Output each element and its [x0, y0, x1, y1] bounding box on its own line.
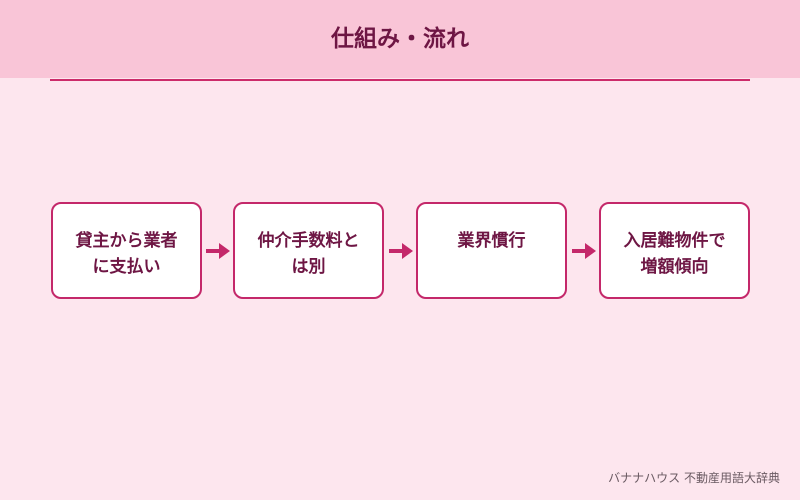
flow-step-3-line-1: 業界慣行	[457, 231, 526, 251]
flow-step-2-line-2: は別	[291, 257, 326, 277]
flow-step-3-text: 業界慣行	[458, 228, 526, 254]
flow-step-4-text: 入居難物件で 増額傾向	[624, 228, 726, 280]
flow-step-1-line-2: に支払い	[92, 257, 161, 277]
flow-step-4-line-1: 入居難物件で	[623, 231, 726, 251]
source-credit: バナナハウス 不動産用語大辞典	[608, 471, 780, 485]
arrow-right-icon	[206, 243, 230, 259]
flow-step-3: 業界慣行	[416, 202, 567, 299]
flow-step-1-text: 貸主から業者 に支払い	[76, 228, 178, 280]
flow-step-4: 入居難物件で 増額傾向	[599, 202, 750, 299]
flow-step-2: 仲介手数料と は別	[233, 202, 384, 299]
flow-step-2-line-1: 仲介手数料と	[257, 231, 360, 251]
page-title: 仕組み・流れ	[331, 26, 469, 52]
flow-step-1: 貸主から業者 に支払い	[51, 202, 202, 299]
header-band	[0, 0, 800, 78]
flow-step-2-text: 仲介手数料と は別	[258, 228, 360, 280]
arrow-right-icon	[389, 243, 413, 259]
arrow-right-icon	[572, 243, 596, 259]
flow-step-1-line-1: 貸主から業者	[75, 231, 178, 251]
title-divider	[50, 79, 750, 81]
flow-step-4-line-2: 増額傾向	[640, 257, 709, 277]
